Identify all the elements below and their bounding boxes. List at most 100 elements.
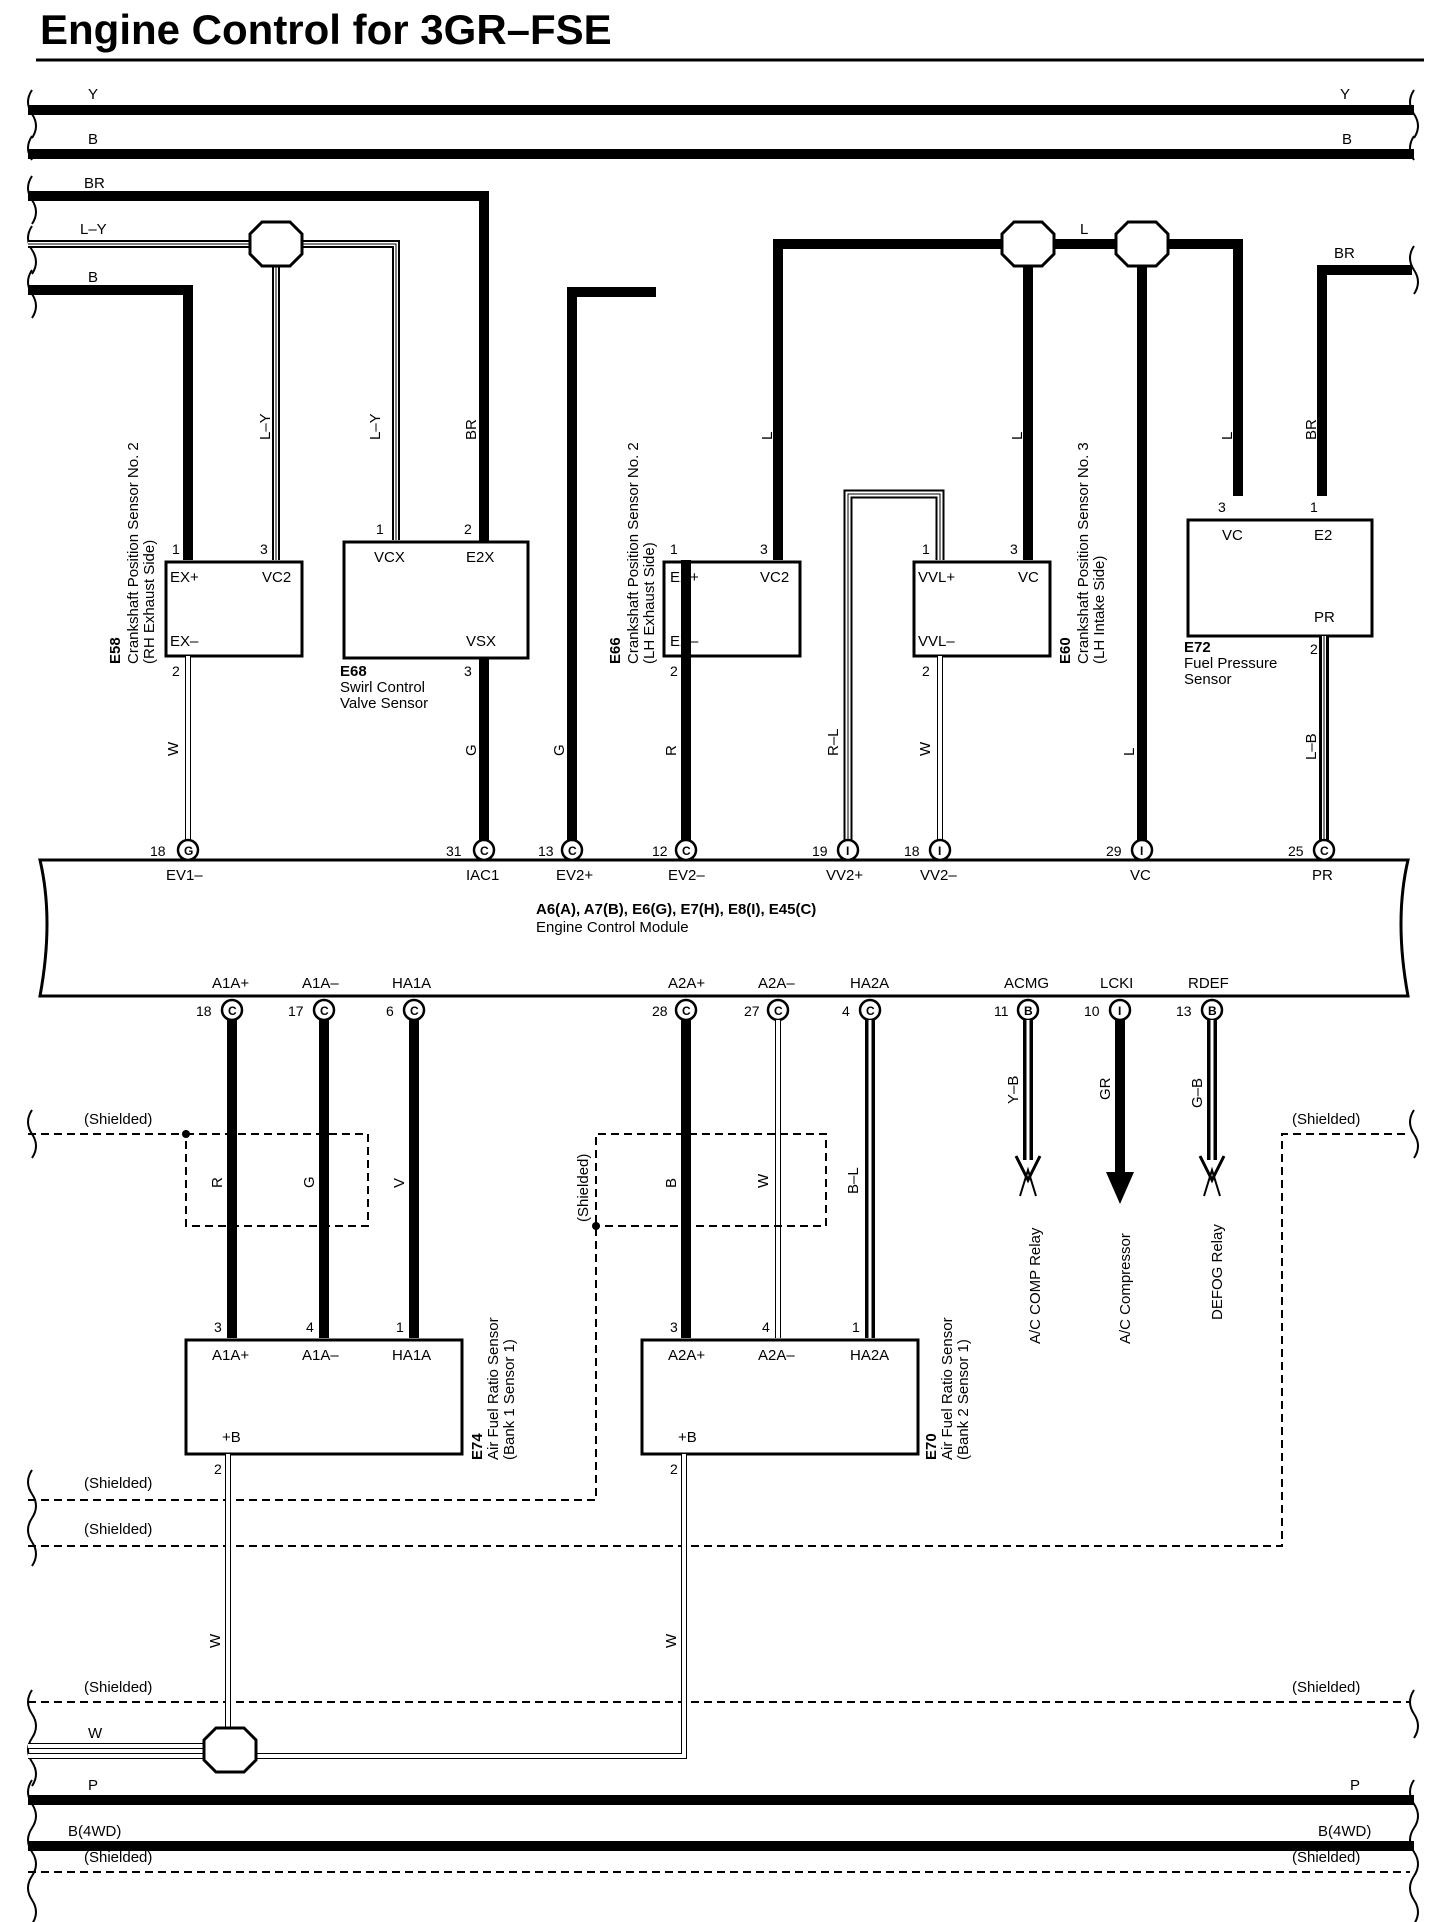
e66-code: E66	[607, 637, 624, 664]
bus-ly-label: L–Y	[80, 221, 107, 238]
ecm-pin-vv2m: I 18 VV2–	[904, 838, 957, 884]
label-e68-vcx: L–Y	[367, 413, 384, 440]
e72-pin-3: 3	[1218, 499, 1226, 515]
e74-code: E74	[469, 1433, 486, 1460]
svg-text:Y–B: Y–B	[1005, 1076, 1022, 1104]
svg-text:PR: PR	[1312, 867, 1333, 884]
e74-pin-2: 2	[214, 1461, 222, 1477]
bus-b4wd-label-right: B(4WD)	[1318, 1823, 1371, 1840]
bus-y-label-left: Y	[88, 86, 98, 103]
svg-text:B–L: B–L	[845, 1167, 862, 1194]
label-iac1: G	[463, 744, 480, 756]
svg-text:B: B	[1024, 1004, 1033, 1018]
svg-text:C: C	[866, 1004, 875, 1018]
label-vv2p: R–L	[825, 728, 842, 756]
svg-text:W: W	[663, 1633, 680, 1648]
svg-text:6: 6	[386, 1003, 394, 1019]
e70-term-2: A2A–	[758, 1347, 795, 1364]
bus-b-label-right: B	[1342, 131, 1352, 148]
e70-code: E70	[923, 1433, 940, 1460]
svg-text:A2A+: A2A+	[668, 975, 705, 992]
svg-text:19: 19	[812, 843, 828, 859]
svg-text:ACMG: ACMG	[1004, 975, 1049, 992]
ecm-pin-vv2p: I 19 VV2+	[812, 838, 863, 884]
e72-code: E72	[1184, 639, 1211, 656]
e74-term-2: A1A–	[302, 1347, 339, 1364]
e72-name-2: Sensor	[1184, 671, 1232, 688]
component-e72: VC E2 PR 3 1 2 E72 Fuel Pressure Sensor	[1184, 499, 1374, 688]
label-e60-vc: L	[1009, 432, 1026, 440]
svg-text:(Shielded): (Shielded)	[575, 1154, 592, 1222]
ecm-pin-vc: I 29 VC	[1106, 838, 1154, 884]
e60-code: E60	[1057, 637, 1074, 664]
destinations: A/C COMP Relay A/C Compressor DEFOG Rela…	[1027, 1224, 1226, 1344]
splice-ly	[248, 220, 304, 268]
ecm-pin-iac1: C 31 IAC1	[446, 838, 499, 884]
shield-junction-1	[182, 1130, 190, 1138]
wire-ly: L–Y	[28, 220, 400, 560]
svg-text:18: 18	[196, 1003, 212, 1019]
e60-term-2: VC	[1018, 569, 1039, 586]
label-vc: L	[1121, 748, 1138, 756]
svg-text:C: C	[320, 1004, 329, 1018]
svg-text:12: 12	[652, 843, 668, 859]
bus-p-label-left: P	[88, 1777, 98, 1794]
e74-pin-4: 4	[306, 1319, 314, 1335]
splice-l-1	[1000, 220, 1056, 268]
svg-text:(Shielded): (Shielded)	[84, 1849, 152, 1866]
svg-text:I: I	[1118, 1004, 1121, 1018]
e66-pin-1: 1	[670, 541, 678, 557]
e70-pin-4: 4	[762, 1319, 770, 1335]
bus-w-label: W	[88, 1725, 103, 1742]
e72-term-1: VC	[1222, 527, 1243, 544]
svg-text:(Shielded): (Shielded)	[84, 1475, 152, 1492]
ecm-bottom-pins: A1A+ C 18 A1A– C 17 HA1A C 6 A2A+ C 28 A…	[196, 975, 1229, 1022]
label-pr: L–B	[1303, 733, 1320, 760]
svg-text:C: C	[568, 844, 577, 858]
svg-text:LCKI: LCKI	[1100, 975, 1133, 992]
svg-text:B: B	[663, 1178, 680, 1188]
ecm-pin-a1am: A1A– C 17	[288, 975, 339, 1022]
svg-text:A1A+: A1A+	[212, 975, 249, 992]
bus-br2-label: BR	[1334, 245, 1355, 262]
e74-name-1: Air Fuel Ratio Sensor	[485, 1317, 502, 1460]
svg-text:G–B: G–B	[1189, 1078, 1206, 1108]
svg-text:C: C	[682, 844, 691, 858]
svg-text:G: G	[301, 1176, 318, 1188]
e58-code: E58	[107, 637, 124, 664]
wire-w: W W W	[28, 1454, 687, 1774]
e60-name-1: Crankshaft Position Sensor No. 3	[1075, 442, 1092, 664]
ecm-top-pins: G 18 EV1– C 31 IAC1 C 13 EV2+ C 12 EV2– …	[150, 838, 1336, 884]
svg-text:W: W	[755, 1173, 772, 1188]
svg-text:(Shielded): (Shielded)	[84, 1521, 152, 1538]
label-e58-vc2: L–Y	[257, 413, 274, 440]
svg-text:B: B	[1208, 1004, 1217, 1018]
e66-pin-3: 3	[760, 541, 768, 557]
svg-text:28: 28	[652, 1003, 668, 1019]
svg-text:C: C	[480, 844, 489, 858]
svg-text:VV2+: VV2+	[826, 867, 863, 884]
bus-b: B B	[28, 131, 1414, 159]
svg-text:18: 18	[904, 843, 920, 859]
svg-text:GR: GR	[1097, 1077, 1114, 1100]
svg-text:C: C	[682, 1004, 691, 1018]
svg-text:27: 27	[744, 1003, 760, 1019]
label-e72-e2: BR	[1303, 419, 1320, 440]
svg-text:(Shielded): (Shielded)	[1292, 1849, 1360, 1866]
component-e60: VVL+ VC VVL– 1 3 2 E60 Crankshaft Positi…	[912, 442, 1108, 679]
e68-name-2: Valve Sensor	[340, 695, 428, 712]
svg-text:(Shielded): (Shielded)	[1292, 1679, 1360, 1696]
ecm-pin-ha2a: HA2A C 4	[842, 975, 889, 1022]
ecm-pin-ev2p: C 13 EV2+	[538, 838, 593, 884]
e74-pin-1: 1	[396, 1319, 404, 1335]
ecm-pin-a2am: A2A– C 27	[744, 975, 795, 1022]
e72-name-1: Fuel Pressure	[1184, 655, 1277, 672]
top-wire-labels: L–Y L–Y BR L L L BR	[257, 413, 1320, 440]
ecm-pin-ev2m: C 12 EV2–	[652, 838, 705, 884]
bus-b-label-left: B	[88, 131, 98, 148]
e68-term-1: VCX	[374, 549, 405, 566]
e70-pin-1: 1	[852, 1319, 860, 1335]
svg-text:G: G	[184, 844, 193, 858]
splice-w	[202, 1726, 258, 1774]
e66-name-2: (LH Exhaust Side)	[641, 542, 658, 664]
